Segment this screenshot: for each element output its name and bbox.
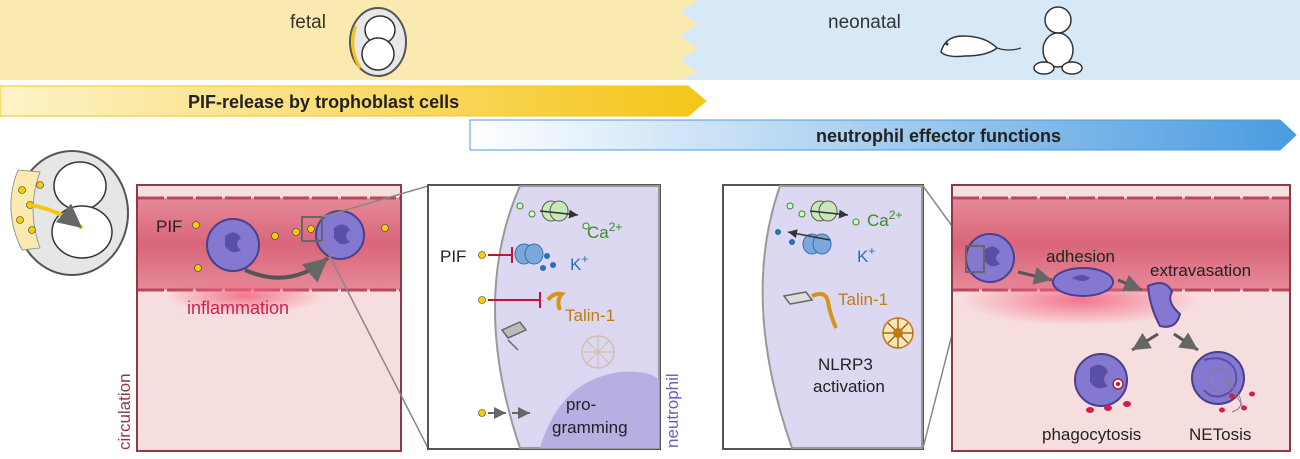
netosis-label: NETosis [1189, 425, 1251, 444]
zoom-line [321, 185, 429, 218]
effector-panel [951, 184, 1291, 452]
zoom-line [321, 240, 429, 449]
programming-label-line2: gramming [552, 418, 628, 437]
fetus-icon [349, 7, 407, 77]
fetal-pif-label: PIF [440, 247, 466, 266]
nlrp3-label-line2: activation [813, 377, 885, 396]
pif-release-label: PIF-release by trophoblast cells [188, 92, 459, 112]
inflammation-label: inflammation [187, 298, 289, 318]
fetal-neutrophil-panel [427, 184, 661, 450]
fetal-background [0, 0, 698, 80]
fetus-placenta-icon [10, 150, 129, 276]
neonatal-talin-label: Talin-1 [838, 290, 888, 309]
phagocytosis-label: phagocytosis [1042, 425, 1141, 444]
fetal-talin-label: Talin-1 [565, 306, 615, 325]
fetal-label: fetal [290, 12, 326, 33]
neonatal-neutrophil-panel [722, 184, 924, 450]
neutrophil-label: neutrophil [663, 373, 682, 448]
fetal-k-label: K+ [570, 252, 588, 274]
neonatal-label: neonatal [828, 12, 901, 33]
extravasation-label: extravasation [1150, 261, 1251, 280]
circulation-pif-label: PIF [156, 217, 182, 236]
effector-arrow [469, 119, 1297, 151]
neonatal-k-label: K+ [857, 244, 875, 266]
adhesion-label: adhesion [1046, 247, 1115, 266]
circulation-panel [136, 184, 402, 452]
mouse-pup-icon [940, 35, 1022, 58]
circulation-label: circulation [115, 373, 134, 450]
neonatal-ca-label: Ca2+ [867, 208, 902, 230]
neonatal-background [680, 0, 1300, 80]
effector-label: neutrophil effector functions [816, 126, 1061, 146]
baby-icon [1033, 6, 1083, 75]
fetal-ca-label: Ca2+ [587, 220, 622, 242]
nlrp3-label-line1: NLRP3 [818, 355, 873, 374]
pif-release-arrow [0, 85, 707, 117]
programming-label-line1: pro- [566, 395, 596, 414]
